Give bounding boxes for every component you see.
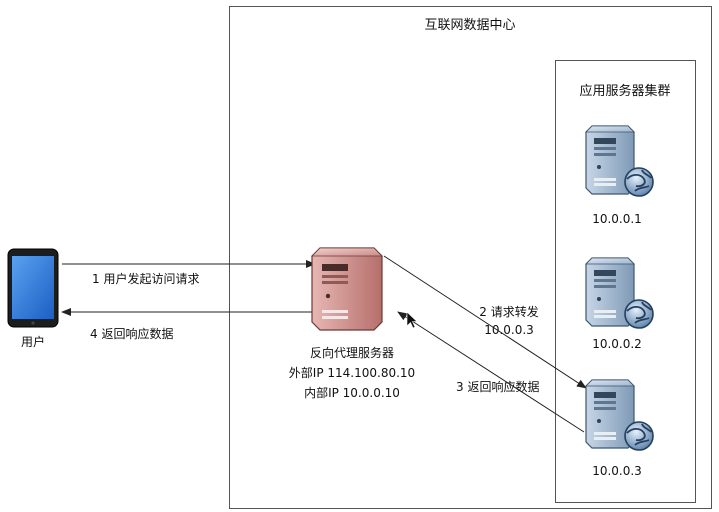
backend-response-arrow	[397, 311, 585, 433]
cluster-title: 应用服务器集群	[579, 84, 671, 99]
globe-icon	[624, 167, 654, 197]
proxy-external-ip: 外部IP 114.100.80.10	[288, 366, 416, 380]
forward-arrow	[383, 255, 587, 389]
server-ip-label: 10.0.0.3	[592, 464, 642, 478]
flow-step1-label: 1 用户发起访问请求	[92, 272, 200, 286]
app-server-icon	[585, 125, 654, 197]
flow-step4-label: 4 返回响应数据	[90, 327, 174, 341]
app-server-icon	[585, 379, 654, 451]
globe-icon	[624, 299, 654, 329]
flow-step2-ip-label: 10.0.0.3	[484, 323, 534, 337]
server-ip-label: 10.0.0.2	[592, 337, 642, 351]
flow-step2-label: 2 请求转发	[479, 305, 539, 319]
globe-icon	[624, 421, 654, 451]
proxy-internal-ip: 内部IP 10.0.0.10	[304, 386, 400, 400]
datacenter-title: 互联网数据中心	[424, 18, 516, 33]
proxy-label-group: 反向代理服务器 外部IP 114.100.80.10 内部IP 10.0.0.1…	[289, 343, 415, 403]
app-server-icon	[585, 257, 654, 329]
user-label: 用户	[20, 335, 46, 349]
server-ip-label: 10.0.0.1	[592, 212, 642, 226]
mobile-device-icon	[7, 248, 59, 328]
flow-step3-label: 3 返回响应数据	[456, 380, 540, 394]
proxy-server-icon	[311, 247, 383, 331]
cursor-icon	[406, 311, 418, 329]
proxy-name: 反向代理服务器	[309, 346, 395, 360]
